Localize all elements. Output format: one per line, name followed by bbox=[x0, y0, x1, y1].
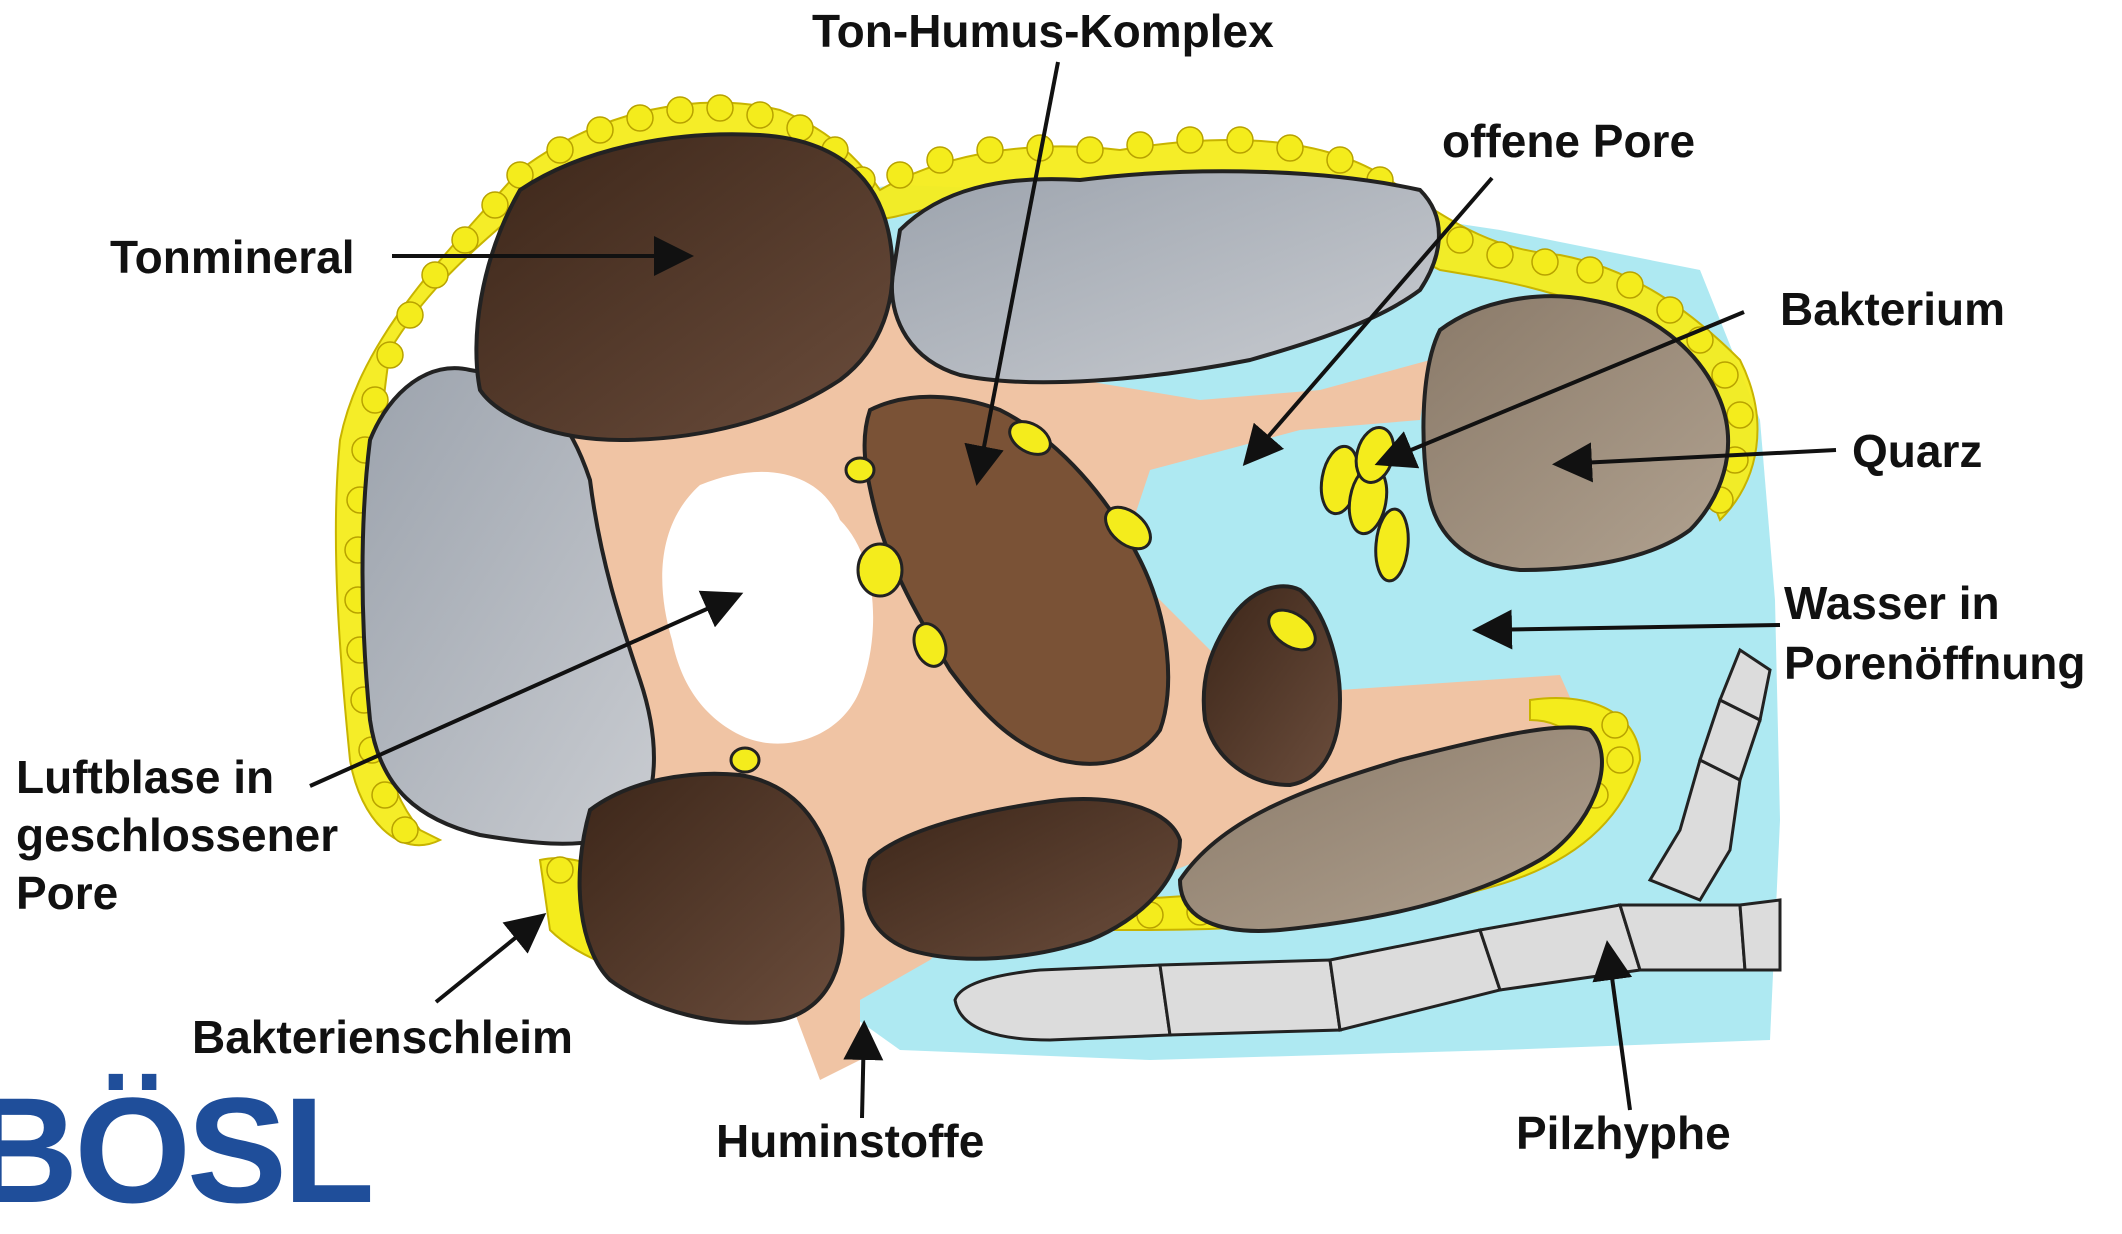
slime-granule bbox=[977, 137, 1003, 163]
clay-mineral-lower-left bbox=[580, 774, 843, 1023]
slime-granule bbox=[1712, 362, 1738, 388]
label-ton-humus-komplex: Ton-Humus-Komplex bbox=[812, 2, 1274, 60]
label-luftblase-line2: geschlossener bbox=[16, 806, 338, 864]
slime-granule bbox=[587, 117, 613, 143]
arrow-bakterienschleim bbox=[436, 918, 540, 1002]
slime-granule bbox=[927, 147, 953, 173]
label-wasser-line1: Wasser in bbox=[1784, 574, 2000, 632]
label-huminstoffe: Huminstoffe bbox=[716, 1112, 984, 1170]
slime-granule bbox=[397, 302, 423, 328]
slime-granule bbox=[547, 857, 573, 883]
soil-diagram: Ton-Humus-Komplex offene Pore Tonmineral… bbox=[0, 0, 2122, 1171]
slime-granule bbox=[1077, 137, 1103, 163]
slime-granule bbox=[1327, 147, 1353, 173]
label-luftblase-line3: Pore bbox=[16, 864, 118, 922]
slime-granule bbox=[747, 102, 773, 128]
slime-granule bbox=[1727, 402, 1753, 428]
label-pilzhyphe: Pilzhyphe bbox=[1516, 1104, 1731, 1162]
slime-granule bbox=[422, 262, 448, 288]
slime-granule bbox=[1577, 257, 1603, 283]
label-offene-pore: offene Pore bbox=[1442, 112, 1695, 170]
slime-granule bbox=[1532, 249, 1558, 275]
slime-granule bbox=[1602, 712, 1628, 738]
slime-granule bbox=[627, 105, 653, 131]
slime-granule bbox=[667, 97, 693, 123]
slime-granule bbox=[1657, 297, 1683, 323]
slime-granule bbox=[547, 137, 573, 163]
logo: BÖSL bbox=[0, 1075, 371, 1225]
label-bakterienschleim: Bakterienschleim bbox=[192, 1008, 573, 1066]
label-tonmineral: Tonmineral bbox=[110, 228, 355, 286]
slime-granule bbox=[1617, 272, 1643, 298]
slime-granule bbox=[1277, 135, 1303, 161]
slime-granule bbox=[1227, 127, 1253, 153]
slime-granule bbox=[1127, 132, 1153, 158]
slime-granule bbox=[392, 817, 418, 843]
label-bakterium: Bakterium bbox=[1780, 280, 2005, 338]
slime-granule bbox=[377, 342, 403, 368]
slime-granule bbox=[482, 192, 508, 218]
label-quarz: Quarz bbox=[1852, 422, 1982, 480]
arrow-huminstoffe bbox=[862, 1028, 864, 1118]
slime-granule bbox=[452, 227, 478, 253]
label-wasser-line2: Porenöffnung bbox=[1784, 634, 2086, 692]
slime-granule bbox=[887, 162, 913, 188]
slime-granule bbox=[1487, 242, 1513, 268]
label-luftblase-line1: Luftblase in bbox=[16, 748, 274, 806]
slime-granule bbox=[707, 95, 733, 121]
slime-granule bbox=[1177, 127, 1203, 153]
slime-granule bbox=[1447, 227, 1473, 253]
slime-granule bbox=[1607, 747, 1633, 773]
